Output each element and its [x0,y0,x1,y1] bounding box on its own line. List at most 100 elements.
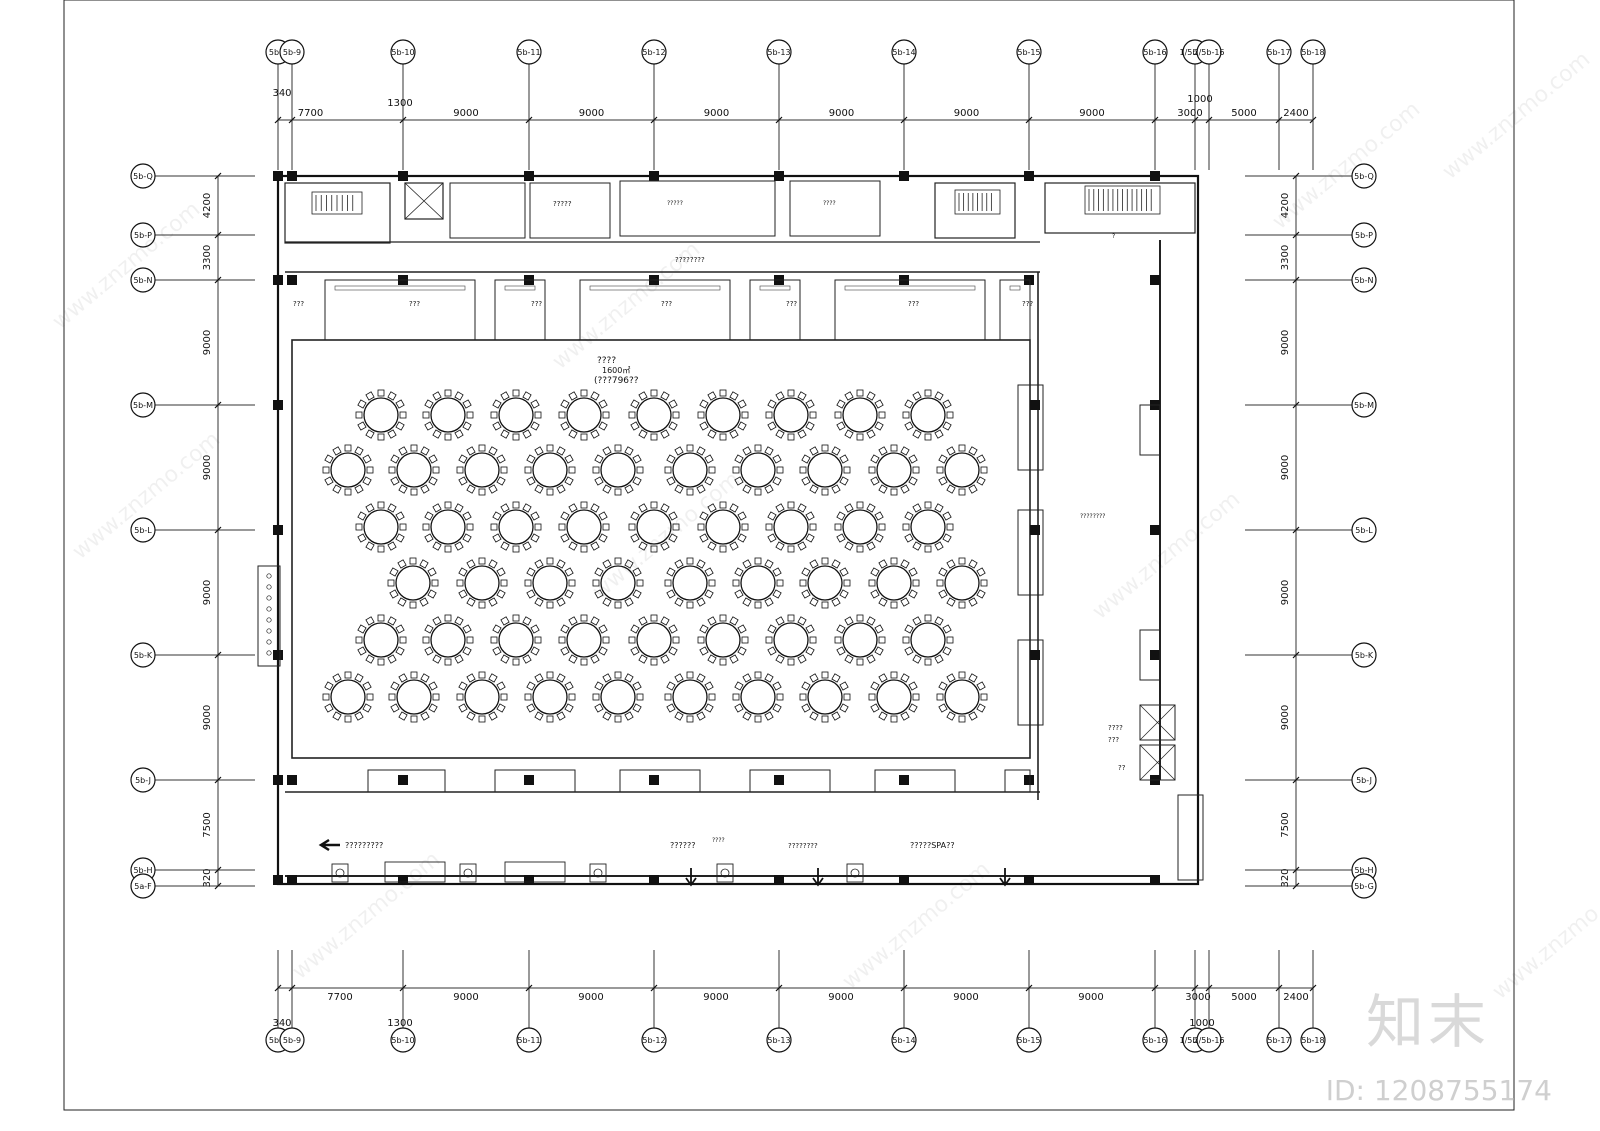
chair [512,433,520,441]
chair [686,715,694,723]
round-table [490,614,542,666]
stair-tag-label: ?? [1118,764,1126,772]
table-top [498,509,534,545]
round-table [490,501,542,553]
dim-tick [1151,116,1159,124]
chair [797,503,807,513]
chair [767,624,777,634]
axis-bubble-circle [1142,1027,1168,1053]
axis-bubble-circle [891,39,917,65]
dim-text: 9000 [1280,330,1291,355]
chair [934,541,944,551]
round-table [664,557,716,609]
chair [856,614,864,622]
chair [674,446,684,456]
dim-text: 320 [1280,868,1291,887]
axis-bubble-label: 5b-10 [391,1036,414,1045]
chair [674,484,684,494]
service-pantry [1004,769,1031,793]
chair [839,703,849,713]
chair [564,703,574,713]
column [1150,275,1160,285]
dim-tick [650,984,658,992]
chair [496,681,506,691]
chair [558,636,566,644]
chair [624,484,634,494]
washroom-label: ????? [553,200,572,208]
chair [614,715,622,723]
axis-bubble-circle [1351,642,1377,668]
chair [466,523,474,531]
axis-bubble-circle [1266,1027,1292,1053]
dim-text: 3300 [202,245,213,270]
chair [938,567,948,577]
dim-tick [214,401,222,409]
round-table [936,444,988,496]
table-top [532,565,568,601]
chair [936,693,944,701]
chair [628,411,636,419]
dim-tick [1292,866,1300,874]
round-table [936,671,988,723]
chair [976,703,986,713]
axis-bubble-label: 5b-11 [517,48,540,57]
axis-bubble-label: 5b-9 [283,1036,301,1045]
chair [809,411,817,419]
chair [707,429,717,439]
dim-tick [214,231,222,239]
chair [904,646,914,656]
prefunction-label: ???????? [1080,513,1105,520]
lounge-label: ?????? [670,841,695,850]
room-counter [504,285,536,291]
chair [419,559,429,569]
stair-box [311,191,363,215]
chair [704,476,714,486]
axis-bubble-circle [130,267,156,293]
axis-bubble: 5b-P [1351,222,1377,248]
column [273,171,283,181]
chair [344,488,352,496]
table-top [363,622,399,658]
chair [638,503,648,513]
sofa [1139,629,1161,681]
chair [366,466,374,474]
dim-tick [900,116,908,124]
chair [874,533,884,543]
chair [660,616,670,626]
round-table [799,671,851,723]
chair [912,579,920,587]
chair [580,545,588,553]
chair [870,681,880,691]
table-top [910,509,946,545]
storage-label: ???? [823,200,836,207]
axis-bubble-circle [766,39,792,65]
drawing-frame [63,0,1515,1111]
chair [534,446,544,456]
axis-bubble-label: 5b-8 [269,48,287,57]
chair [397,559,407,569]
chair [324,454,334,464]
chair [558,523,566,531]
chair [936,466,944,474]
dim-text: 3000 [1185,992,1210,1003]
chair [598,533,608,543]
chair [428,681,438,691]
axis-bubble: 5b-N [1351,267,1377,293]
chair [590,503,600,513]
chair [354,711,364,721]
axis-bubble-label: 5a-F [134,882,152,891]
chair [362,703,372,713]
chair [522,616,532,626]
chair [660,654,670,664]
column [273,875,283,885]
column [398,171,408,181]
chair [924,501,932,509]
chair [900,597,910,607]
chair [624,559,634,569]
lobby-chair [589,863,607,883]
axis-bubble-label: 5b-H [1354,866,1373,875]
chair [699,533,709,543]
chair [462,646,472,656]
chair [741,523,749,531]
chair [664,693,672,701]
